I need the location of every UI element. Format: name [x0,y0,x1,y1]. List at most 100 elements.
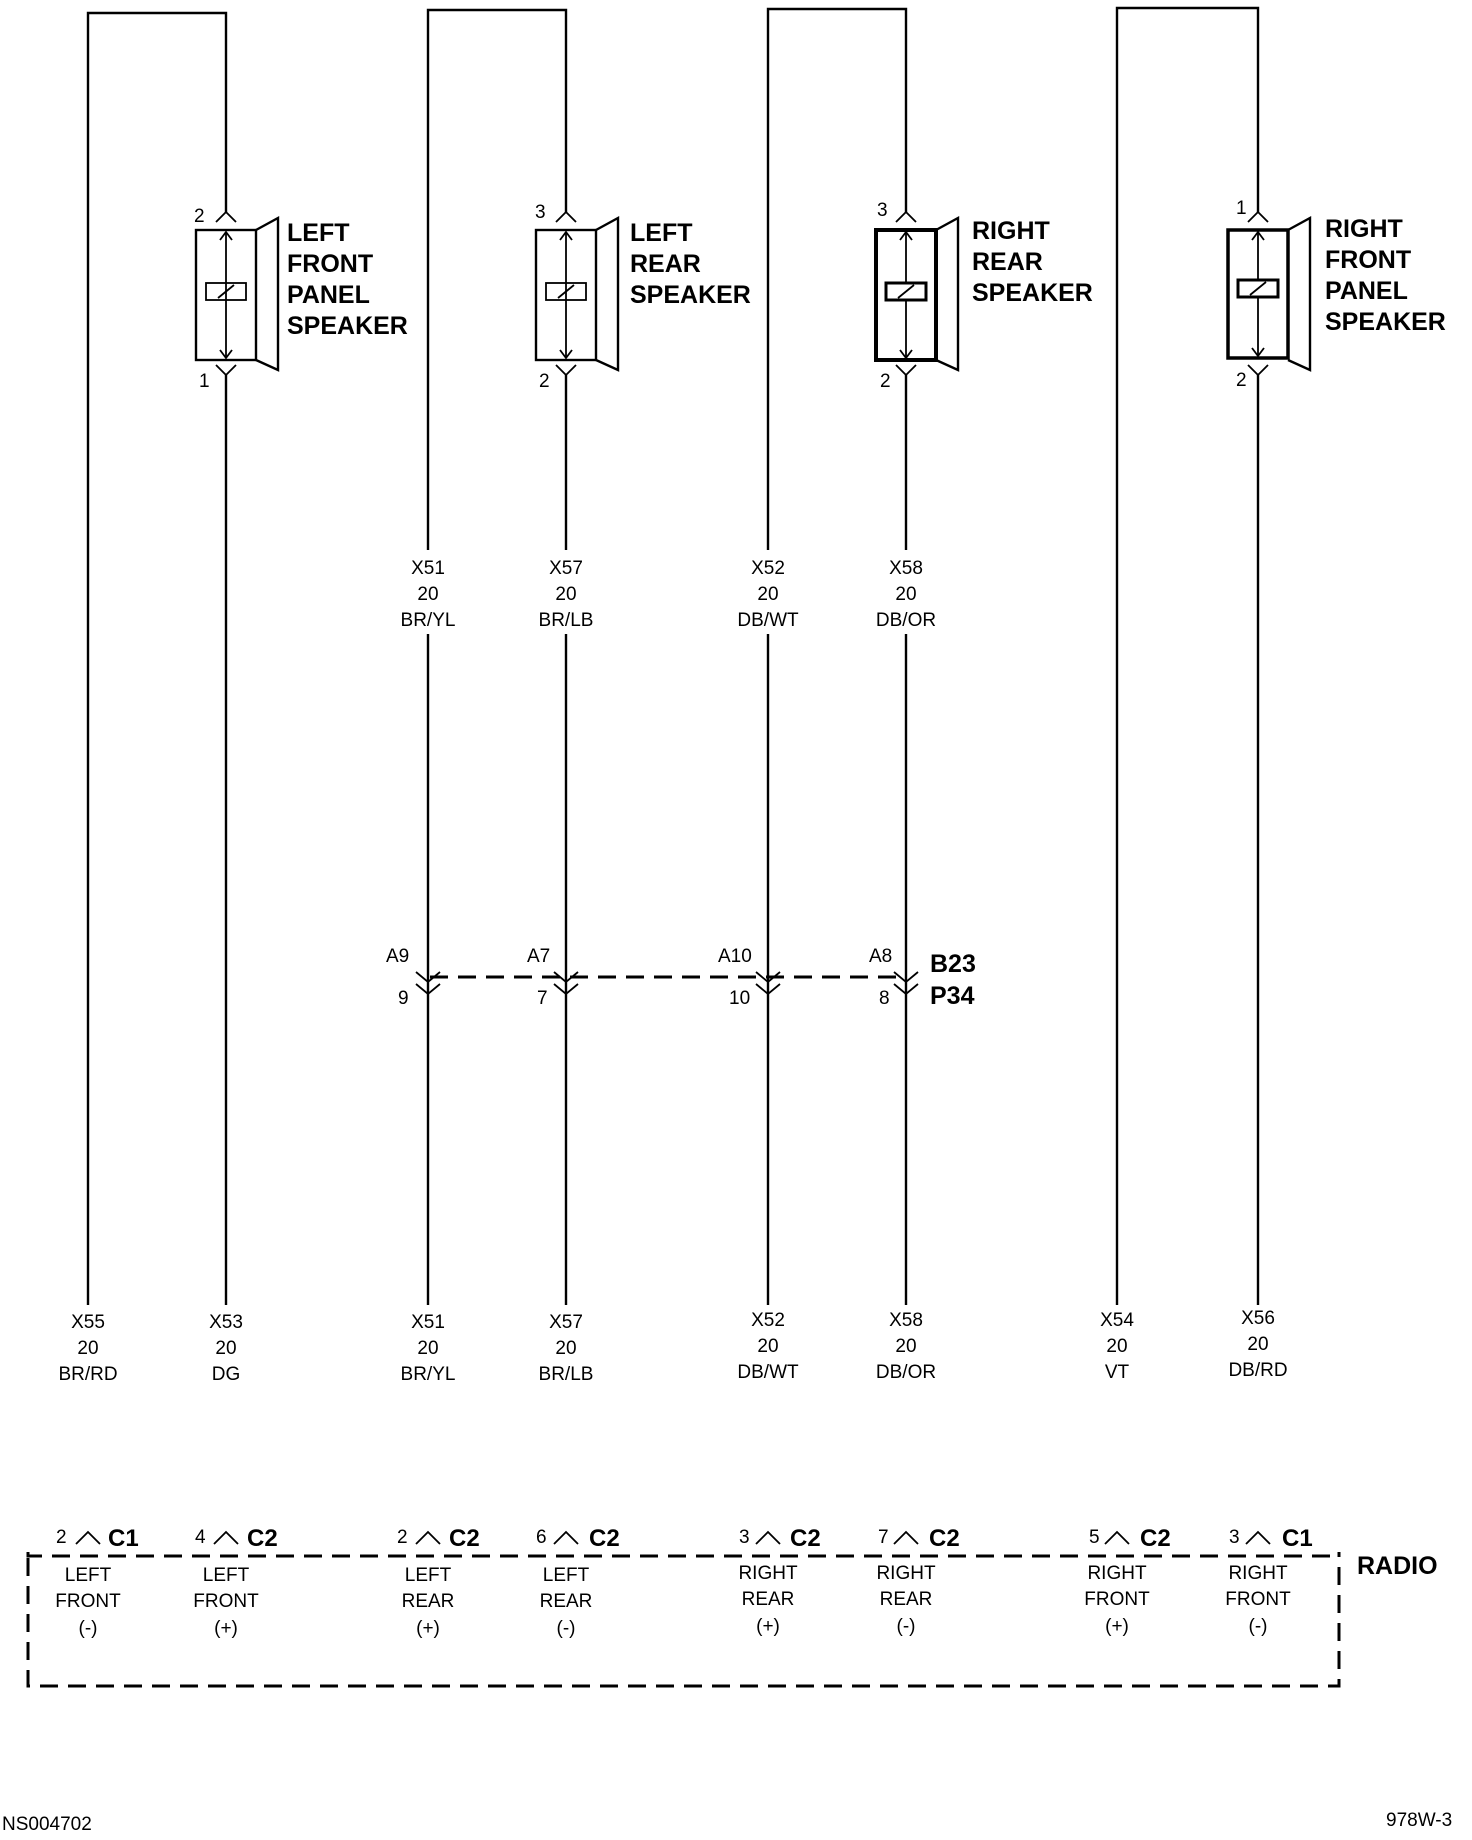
upper-wire-labels: X51 20 BR/YL X57 20 BR/LB X52 20 DB/WT X… [398,550,940,634]
speaker-rf-name-line4: SPEAKER [1325,308,1446,336]
lower-wire-2-circuit: X53 [209,1312,243,1333]
radio-pin-3-number: 2 [397,1527,408,1548]
radio-pin-4-connector: C2 [589,1525,620,1552]
radio-desc-4-line1: LEFT [543,1565,590,1586]
radio-module: RADIO [26,1530,1438,1688]
speaker-lf-name-line1: LEFT [287,219,350,247]
lower-wire-7-circuit: X54 [1100,1310,1134,1331]
upper-wire-1-circuit: X51 [411,558,445,579]
radio-desc-6-line1: RIGHT [876,1563,936,1584]
lower-wire-8-color: DB/RD [1228,1360,1287,1381]
inline-pin-9: 9 [398,988,409,1009]
speaker-lf-pin-top: 2 [194,206,205,227]
lower-wire-6-gauge: 20 [895,1336,916,1357]
speaker-rr-name-line1: RIGHT [972,217,1050,245]
radio-desc-7-line1: RIGHT [1087,1563,1147,1584]
speaker-rf-name-line1: RIGHT [1325,215,1403,243]
inline-connector-name-2: P34 [930,982,975,1010]
radio-title: RADIO [1357,1552,1438,1580]
inline-pin-a7: A7 [527,946,550,967]
lower-wire-3-color: BR/YL [401,1364,456,1385]
radio-pin-2-number: 4 [195,1527,206,1548]
lower-wire-5-gauge: 20 [757,1336,778,1357]
speaker-right-front [1226,210,1312,377]
speaker-rf-pin-bottom: 2 [1236,370,1247,391]
speaker-lr-name-line1: LEFT [630,219,693,247]
radio-pin-6-number: 7 [878,1527,889,1548]
radio-pins: 2 C1 4 C2 2 C2 6 C2 3 C2 7 C2 5 C2 3 C1 [56,1525,1313,1552]
lower-wire-7-gauge: 20 [1106,1336,1127,1357]
upper-wire-4-gauge: 20 [895,584,916,605]
radio-pin-descriptions: LEFT FRONT (-) LEFT FRONT (+) LEFT REAR … [55,1563,1291,1639]
lower-wire-6-circuit: X58 [889,1310,923,1331]
upper-wire-3-color: DB/WT [737,610,799,631]
inline-connector-b23-p34: A9 9 A7 7 A10 10 A8 8 B23 P34 [386,946,976,1010]
speaker-rf-name-line3: PANEL [1325,277,1408,305]
radio-pin-1-connector: C1 [108,1525,139,1552]
lower-wire-2-color: DG [212,1364,241,1385]
lower-wire-3-circuit: X51 [411,1312,445,1333]
radio-desc-1-line2: FRONT [55,1591,121,1612]
radio-desc-7-line2: FRONT [1084,1589,1150,1610]
radio-desc-7-polarity: (+) [1105,1616,1129,1637]
speaker-lf-name-line4: SPEAKER [287,312,408,340]
radio-desc-2-line1: LEFT [203,1565,250,1586]
radio-pin-4-number: 6 [536,1527,547,1548]
lower-wire-6-color: DB/OR [876,1362,936,1383]
radio-desc-6-line2: REAR [880,1589,933,1610]
speaker-rr-name-line3: SPEAKER [972,279,1093,307]
radio-desc-5-polarity: (+) [756,1616,780,1637]
inline-connector-name-1: B23 [930,950,976,978]
wire-left-rear-loop [426,8,568,1368]
lower-wire-8-circuit: X56 [1241,1308,1275,1329]
wires [86,6,1260,1368]
footer-left-code: NS004702 [2,1814,92,1835]
speaker-right-rear [874,210,960,377]
footer-right-code: 978W-3 [1386,1810,1452,1831]
speaker-lr-pin-bottom: 2 [539,371,550,392]
speaker-lr-name-line2: REAR [630,250,701,278]
radio-pin-2-connector: C2 [247,1525,278,1552]
lower-wire-3-gauge: 20 [417,1338,438,1359]
radio-desc-1-polarity: (-) [79,1618,98,1639]
radio-desc-8-polarity: (-) [1249,1616,1268,1637]
lower-wire-4-gauge: 20 [555,1338,576,1359]
inline-pin-a8: A8 [869,946,892,967]
radio-desc-3-line1: LEFT [405,1565,452,1586]
speaker-rf-name-line2: FRONT [1325,246,1411,274]
upper-wire-3-gauge: 20 [757,584,778,605]
radio-desc-3-line2: REAR [402,1591,455,1612]
speaker-rf-pin-top: 1 [1236,198,1247,219]
speaker-lr-name-line3: SPEAKER [630,281,751,309]
radio-desc-5-line1: RIGHT [738,1563,798,1584]
upper-wire-3-circuit: X52 [751,558,785,579]
radio-pin-5-connector: C2 [790,1525,821,1552]
radio-desc-6-polarity: (-) [897,1616,916,1637]
speaker-lf-name-line3: PANEL [287,281,370,309]
radio-desc-8-line2: FRONT [1225,1589,1291,1610]
upper-wire-1-gauge: 20 [417,584,438,605]
upper-wire-4-circuit: X58 [889,558,923,579]
lower-wire-8-gauge: 20 [1247,1334,1268,1355]
upper-wire-2-gauge: 20 [555,584,576,605]
radio-desc-3-polarity: (+) [416,1618,440,1639]
radio-pin-5-number: 3 [739,1527,750,1548]
speaker-rr-pin-bottom: 2 [880,371,891,392]
radio-desc-5-line2: REAR [742,1589,795,1610]
lower-wire-5-circuit: X52 [751,1310,785,1331]
radio-desc-1-line1: LEFT [65,1565,112,1586]
wire-right-rear-loop [766,7,908,1368]
lower-wire-4-circuit: X57 [549,1312,583,1333]
speaker-rr-name-line2: REAR [972,248,1043,276]
upper-wire-2-color: BR/LB [539,610,594,631]
radio-pin-7-number: 5 [1089,1527,1100,1548]
speaker-lf-pin-bottom: 1 [199,371,210,392]
speaker-lr-pin-top: 3 [535,202,546,223]
lower-wire-1-gauge: 20 [77,1338,98,1359]
radio-pin-6-connector: C2 [929,1525,960,1552]
speaker-left-front [194,210,280,377]
wire-left-front-loop [86,11,228,1368]
upper-wire-4-color: DB/OR [876,610,936,631]
lower-wire-2-gauge: 20 [215,1338,236,1359]
